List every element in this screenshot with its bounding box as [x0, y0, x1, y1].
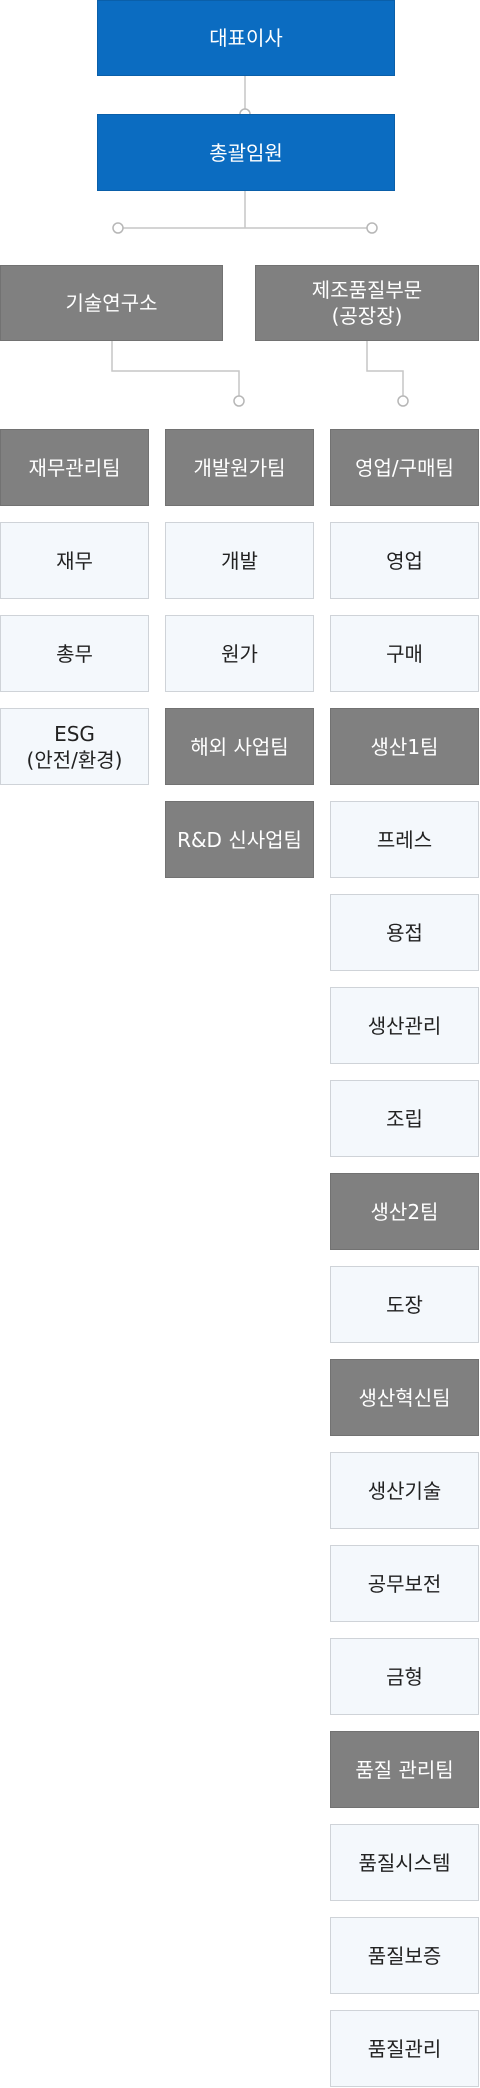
finance-team-box: 재무관리팀	[0, 429, 149, 506]
production-team-2-box: 생산2팀	[330, 1173, 479, 1250]
production-team-1-box: 생산1팀	[330, 708, 479, 785]
general-affairs-box: 총무	[0, 615, 149, 692]
mold-box: 금형	[330, 1638, 479, 1715]
production-management-box: 생산관리	[330, 987, 479, 1064]
general-manager-box: 총괄임원	[97, 114, 395, 191]
ceo-box: 대표이사	[97, 0, 395, 76]
manufacturing-quality-division-box: 제조품질부문 (공장장)	[255, 265, 479, 341]
quality-assurance-box: 품질보증	[330, 1917, 479, 1994]
rnd-center-box: 기술연구소	[0, 265, 223, 341]
connector-node-mfg	[366, 222, 378, 234]
overseas-business-team-box: 해외 사업팀	[165, 708, 314, 785]
sales-box: 영업	[330, 522, 479, 599]
purchasing-box: 구매	[330, 615, 479, 692]
development-box: 개발	[165, 522, 314, 599]
connector-node-rnd	[112, 222, 124, 234]
welding-box: 용접	[330, 894, 479, 971]
assembly-box: 조립	[330, 1080, 479, 1157]
painting-box: 도장	[330, 1266, 479, 1343]
finance-box: 재무	[0, 522, 149, 599]
connector-node-rnd-teams	[233, 395, 245, 407]
rnd-new-business-team-box: R&D 신사업팀	[165, 801, 314, 878]
connector-node-mfg-teams	[397, 395, 409, 407]
sales-purchasing-team-box: 영업/구매팀	[330, 429, 479, 506]
esg-box: ESG (안전/환경)	[0, 708, 149, 785]
production-engineering-box: 생산기술	[330, 1452, 479, 1529]
cost-box: 원가	[165, 615, 314, 692]
connector-lines	[111, 76, 409, 407]
press-box: 프레스	[330, 801, 479, 878]
dev-cost-team-box: 개발원가팀	[165, 429, 314, 506]
maintenance-box: 공무보전	[330, 1545, 479, 1622]
quality-system-box: 품질시스템	[330, 1824, 479, 1901]
quality-control-box: 품질관리	[330, 2010, 479, 2087]
production-innovation-team-box: 생산혁신팀	[330, 1359, 479, 1436]
quality-management-team-box: 품질 관리팀	[330, 1731, 479, 1808]
